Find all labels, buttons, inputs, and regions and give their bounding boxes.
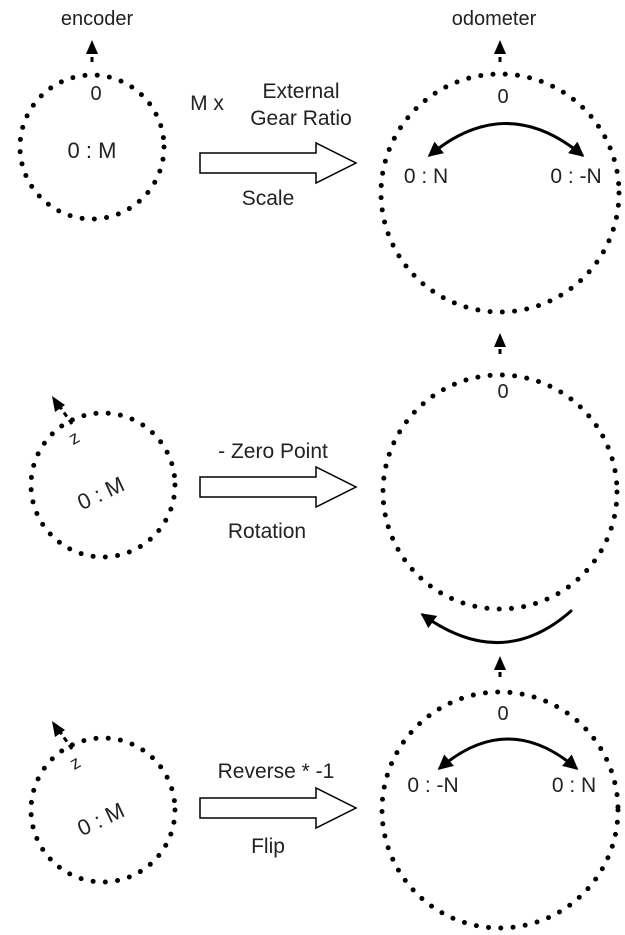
double-headed-arrow-icon	[437, 737, 579, 770]
rotation-arc-arrow-icon	[420, 609, 573, 644]
scale-multiplier-label: M x	[190, 92, 224, 115]
flip-block-arrow	[199, 786, 358, 830]
scale-ratio-label-line1: External	[262, 80, 339, 103]
encoder-marker-flip: z	[66, 752, 84, 774]
up-arrow-icon	[494, 333, 506, 347]
double-headed-arrow-icon	[427, 122, 585, 157]
encoder-range-label-scale: 0 : M	[68, 138, 117, 163]
encoder-marker-rotation: z	[65, 427, 83, 449]
encoder-dial-scale	[17, 72, 167, 222]
flip-row: z 0 : M Reverse * -1 Flip 0 0 : -N 0 : N	[28, 656, 621, 931]
tilted-arrow-icon	[52, 396, 65, 412]
flip-operation-label: Reverse * -1	[218, 760, 335, 783]
scale-row: 0 0 : M M x External Gear Ratio Scale 0 …	[17, 40, 622, 315]
flip-name-label: Flip	[251, 835, 285, 858]
rotation-name-label: Rotation	[228, 520, 306, 543]
rotation-row: z 0 : M - Zero Point Rotation 0	[28, 333, 620, 644]
encoder-range-label-flip: 0 : M	[73, 798, 128, 841]
odometer-zero-label-rotation: 0	[497, 381, 508, 403]
encoder-zero-label-scale: 0	[90, 83, 101, 105]
encoder-range-label-rotation: 0 : M	[73, 472, 128, 515]
scale-name-label: Scale	[242, 187, 295, 210]
odometer-dial-scale	[378, 71, 622, 315]
tilted-arrow-icon	[52, 721, 65, 737]
rotation-operation-label: - Zero Point	[218, 440, 328, 463]
odometer-left-label-scale: 0 : N	[404, 165, 448, 188]
scale-block-arrow	[199, 141, 358, 185]
up-arrow-icon	[494, 656, 506, 670]
scale-ratio-label-line2: Gear Ratio	[250, 107, 352, 130]
up-arrow-icon	[86, 40, 98, 54]
odometer-right-label-scale: 0 : -N	[550, 165, 601, 188]
odometer-dial-rotation	[380, 372, 620, 612]
odometer-dial-flip	[379, 689, 621, 931]
rotation-block-arrow	[199, 465, 358, 509]
odometer-zero-label-scale: 0	[497, 86, 508, 108]
up-arrow-icon	[494, 40, 506, 54]
encoder-title: encoder	[61, 8, 134, 30]
odometer-right-label-flip: 0 : N	[552, 774, 596, 797]
odometer-zero-label-flip: 0	[497, 703, 508, 725]
odometer-left-label-flip: 0 : -N	[407, 774, 458, 797]
encoder-dial-rotation	[28, 410, 178, 560]
odometer-title: odometer	[452, 8, 537, 30]
encoder-dial-flip	[28, 735, 178, 885]
